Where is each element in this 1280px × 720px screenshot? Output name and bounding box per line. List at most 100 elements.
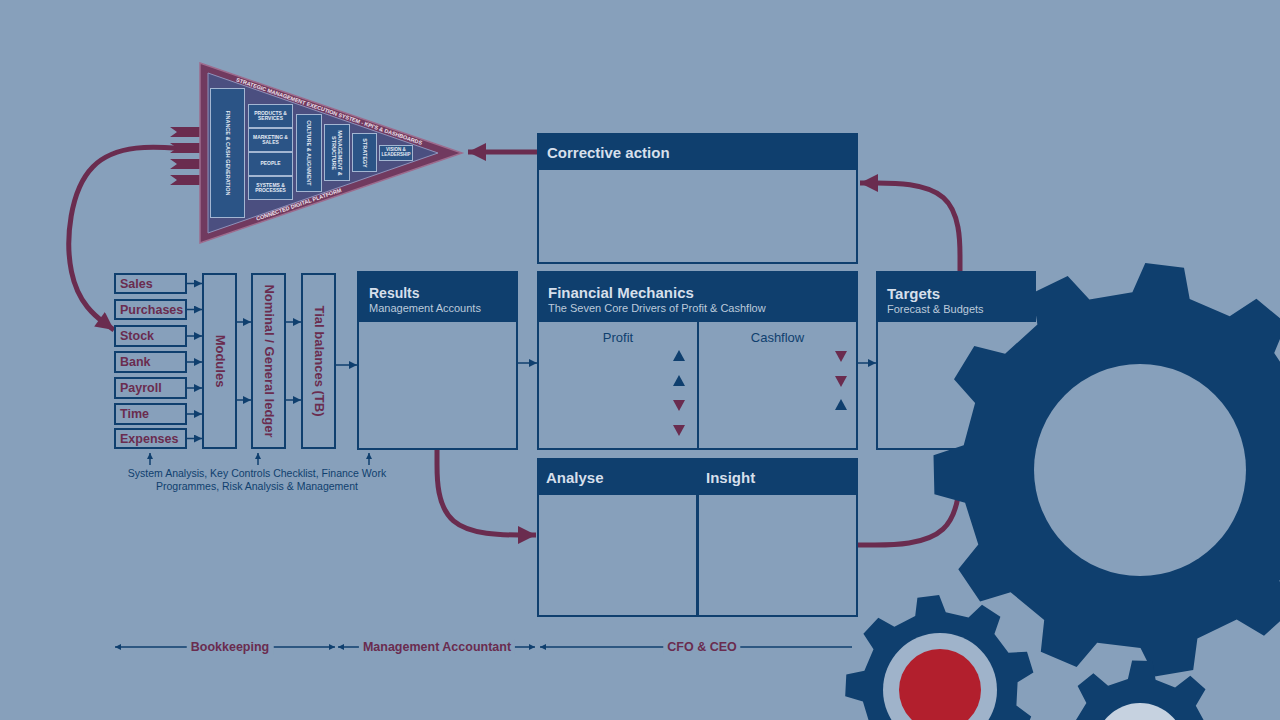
flow-connector bbox=[187, 413, 202, 415]
pillar-cell: STRATEGY bbox=[352, 133, 377, 172]
pillar-cell: MANAGEMENT & STRUCTURE bbox=[324, 124, 350, 181]
node-title: CULTURE & ALIGNMENT bbox=[306, 117, 312, 190]
flow-connector bbox=[237, 321, 251, 323]
flow-connector bbox=[468, 150, 537, 155]
action-panel: Corrective action bbox=[537, 133, 858, 264]
source-box: Bank bbox=[114, 351, 187, 373]
flow-connector bbox=[187, 335, 202, 337]
flow-connector bbox=[858, 362, 876, 364]
pennant-core bbox=[208, 73, 438, 233]
node-title: Purchases bbox=[120, 303, 183, 317]
role-label: Management Accountant bbox=[359, 639, 515, 655]
flow-connector bbox=[187, 438, 202, 440]
header-band: Insight bbox=[699, 460, 856, 495]
down-indicator bbox=[673, 425, 685, 436]
flow-connector bbox=[860, 183, 960, 271]
node-title: Results bbox=[369, 285, 420, 301]
leader-arrows bbox=[150, 453, 369, 465]
flow-connector bbox=[187, 361, 202, 363]
node-title: Financial Mechanics bbox=[548, 284, 694, 301]
pillar-cell: FINANCE & CASH GENERATION bbox=[210, 88, 245, 218]
node-title: Profit bbox=[603, 330, 633, 345]
ledger-box: Nominal / General ledger bbox=[251, 273, 286, 449]
gear bbox=[845, 595, 1033, 720]
source-box: Payroll bbox=[114, 377, 187, 399]
node-title: Cashflow bbox=[751, 330, 804, 345]
leader-line bbox=[149, 453, 151, 465]
source-box: Sales bbox=[114, 273, 187, 294]
flow-connector bbox=[286, 321, 301, 323]
source-box: Time bbox=[114, 403, 187, 425]
pillar-cell: CULTURE & ALIGNMENT bbox=[296, 114, 322, 192]
node-title: Expenses bbox=[120, 432, 178, 446]
flow-connector bbox=[336, 364, 357, 366]
node-title: VISION & LEADERSHIP bbox=[380, 148, 412, 158]
gear-group bbox=[845, 263, 1280, 720]
leader-line bbox=[257, 453, 259, 465]
node-title: PEOPLE bbox=[249, 161, 292, 166]
up-indicator bbox=[673, 350, 685, 361]
node-title: Tial balances (TB) bbox=[311, 305, 326, 416]
source-box: Expenses bbox=[114, 428, 187, 449]
box-edge bbox=[876, 448, 962, 450]
node-title: SYSTEMS & PROCESSES bbox=[249, 183, 292, 194]
node-title: Sales bbox=[120, 277, 153, 291]
node-title: Targets bbox=[887, 285, 940, 302]
node-title: Analyse bbox=[546, 469, 604, 486]
header-band: Corrective action bbox=[539, 135, 856, 170]
header-band: Analyse bbox=[539, 460, 696, 495]
flow-connector bbox=[187, 387, 202, 389]
up-indicator bbox=[673, 375, 685, 386]
pillar-cell: VISION & LEADERSHIP bbox=[379, 145, 413, 161]
pillar-cell: PEOPLE bbox=[248, 152, 293, 176]
pillar-cell: PRODUCTS & SERVICES bbox=[248, 104, 293, 128]
node-subtitle: Forecast & Budgets bbox=[887, 303, 984, 315]
source-box: Purchases bbox=[114, 299, 187, 320]
fletching-feather bbox=[170, 127, 200, 137]
role-label: CFO & CEO bbox=[663, 639, 740, 655]
leader-line bbox=[368, 453, 370, 465]
node-title: Payroll bbox=[120, 381, 162, 395]
flow-connector bbox=[69, 147, 198, 330]
node-title: Stock bbox=[120, 329, 154, 343]
role-label: Bookkeeping bbox=[187, 639, 274, 655]
node-title: MARKETING & SALES bbox=[249, 135, 292, 146]
node-subtitle: Management Accounts bbox=[369, 302, 481, 314]
down-indicator bbox=[835, 376, 847, 387]
header-band: TargetsForecast & Budgets bbox=[878, 273, 1036, 322]
ledger-box: Modules bbox=[202, 273, 237, 449]
up-indicator bbox=[835, 399, 847, 410]
down-indicator bbox=[673, 400, 685, 411]
ledger-box: Tial balances (TB) bbox=[301, 273, 336, 449]
arrow-fletching bbox=[170, 127, 200, 185]
node-title: Corrective action bbox=[547, 144, 670, 161]
down-indicator bbox=[835, 351, 847, 362]
node-title: Modules bbox=[212, 335, 227, 388]
pennant-outline bbox=[200, 63, 462, 243]
node-title: STRATEGY bbox=[361, 136, 367, 170]
node-title: Bank bbox=[120, 355, 151, 369]
flow-connector bbox=[187, 309, 202, 311]
header-band: Financial MechanicsThe Seven Core Driver… bbox=[539, 273, 856, 322]
targets-panel: TargetsForecast & Budgets bbox=[876, 271, 1036, 450]
pillar-cell: SYSTEMS & PROCESSES bbox=[248, 176, 293, 200]
results-panel: ResultsManagement Accounts bbox=[357, 271, 518, 450]
header-band: ResultsManagement Accounts bbox=[359, 273, 516, 322]
node-title: MANAGEMENT & STRUCTURE bbox=[331, 127, 343, 179]
flow-connector bbox=[237, 399, 251, 401]
analyse-panel: Analyse bbox=[537, 458, 698, 617]
node-title: Nominal / General ledger bbox=[261, 284, 276, 437]
node-subtitle: The Seven Core Drivers of Profit & Cashf… bbox=[548, 302, 766, 314]
pennant-diagram: STRATEGIC MANAGEMENT EXECUTION SYSTEM - … bbox=[195, 60, 465, 246]
driver-indicators bbox=[673, 350, 847, 436]
node-title: FINANCE & CASH GENERATION bbox=[224, 91, 230, 216]
pillar-cell: MARKETING & SALES bbox=[248, 128, 293, 152]
gear-hub bbox=[1095, 703, 1185, 720]
gear-hub bbox=[1034, 364, 1246, 576]
source-box: Stock bbox=[114, 325, 187, 347]
flow-connector bbox=[286, 399, 301, 401]
fletching-feather bbox=[170, 143, 200, 153]
node-title: PRODUCTS & SERVICES bbox=[249, 111, 292, 122]
flow-connector bbox=[518, 362, 537, 364]
